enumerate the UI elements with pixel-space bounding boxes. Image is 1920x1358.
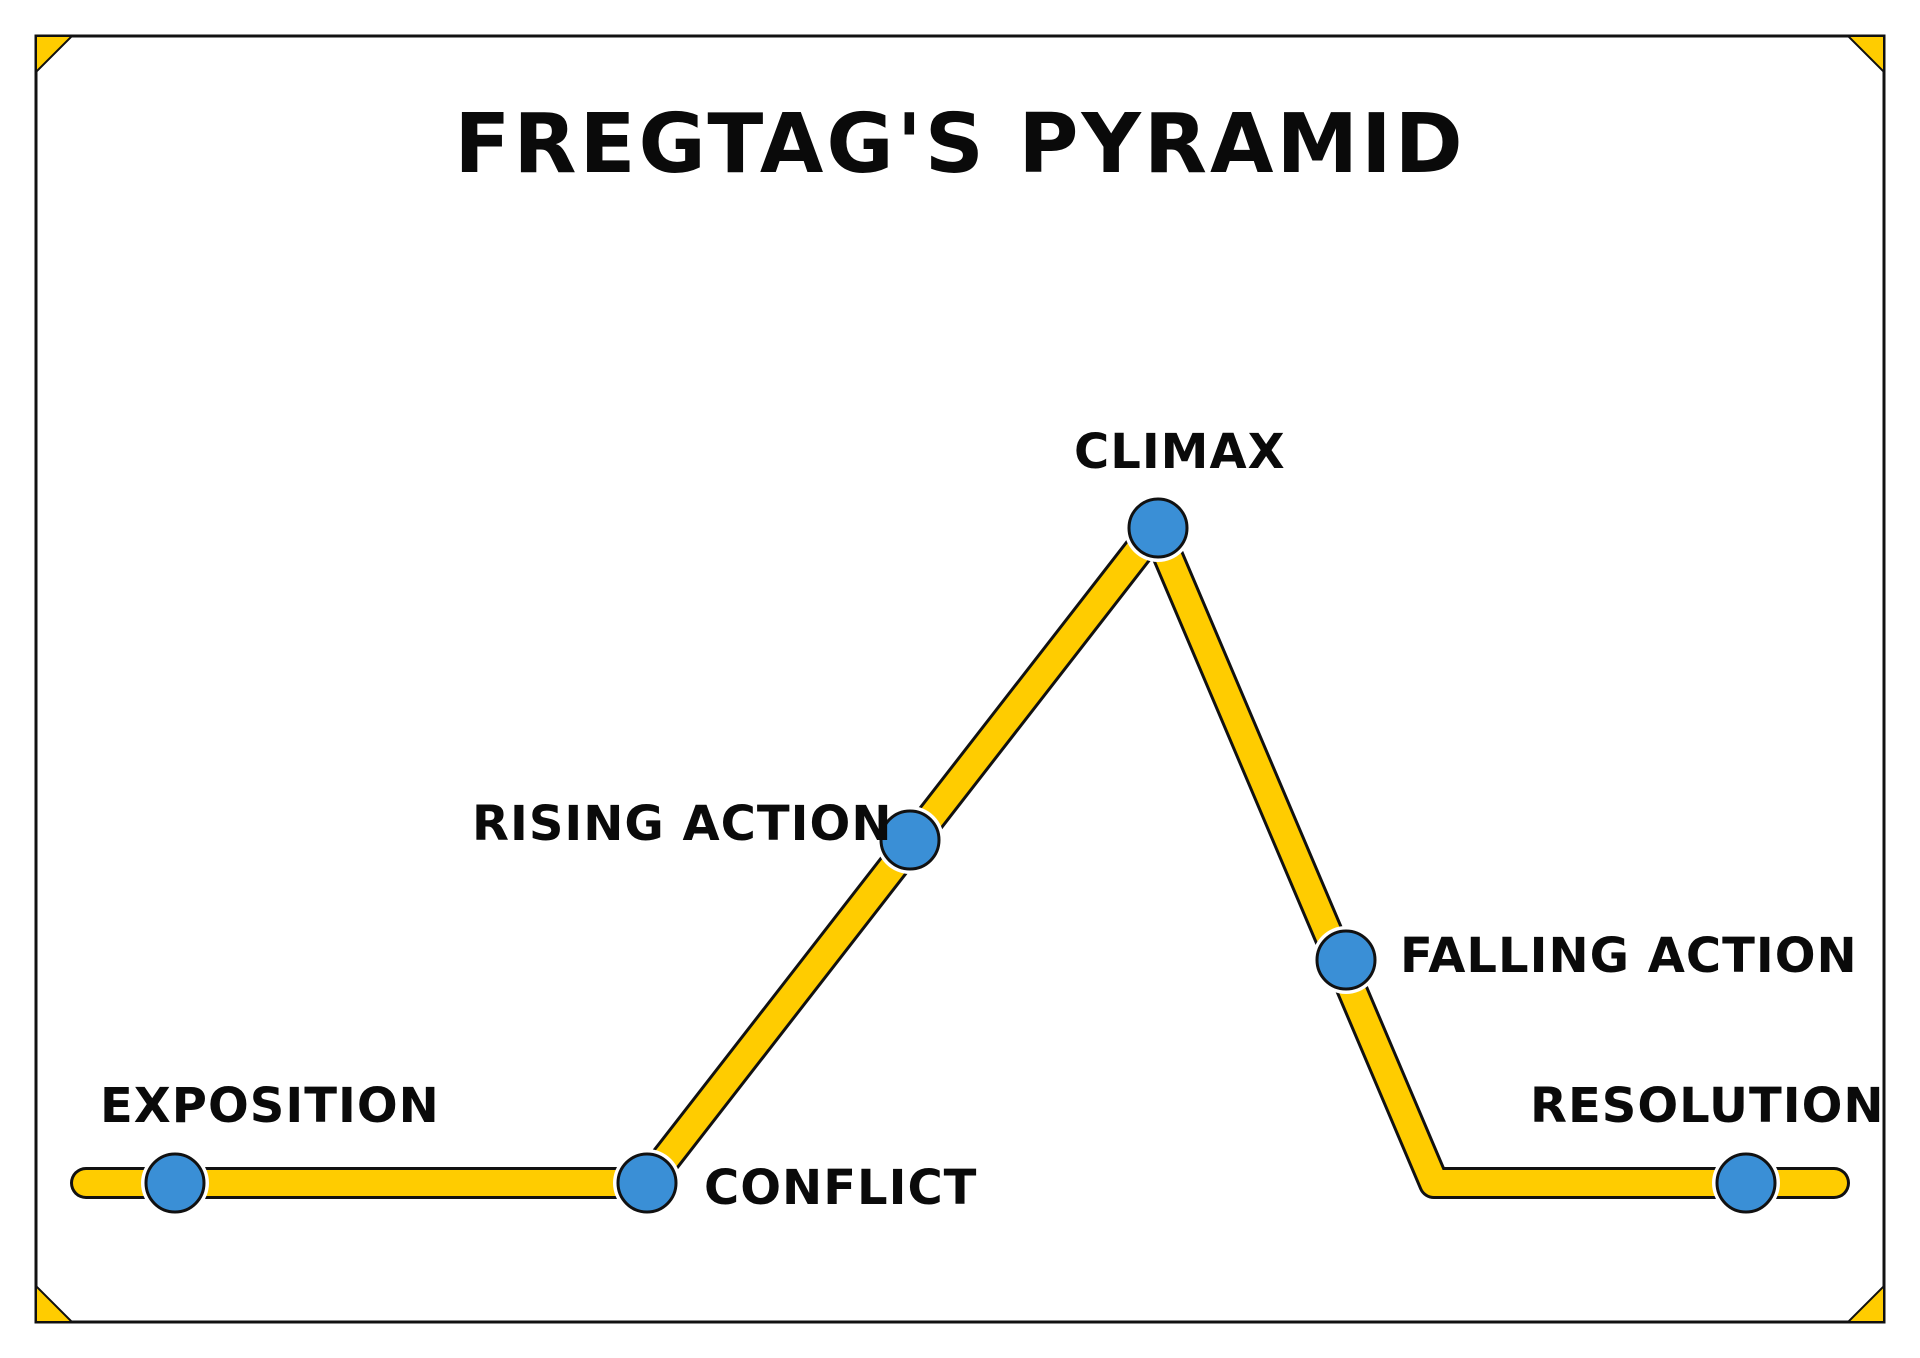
corner-top-right bbox=[1845, 35, 1885, 75]
label-climax: CLIMAX bbox=[1074, 424, 1286, 480]
corner-bottom-right bbox=[1845, 1283, 1885, 1323]
page-title: FREGTAG'S PYRAMID bbox=[454, 97, 1465, 192]
label-falling-action: FALLING ACTION bbox=[1400, 928, 1858, 984]
node-conflict bbox=[613, 1149, 681, 1217]
label-conflict: CONFLICT bbox=[704, 1160, 977, 1216]
node-resolution bbox=[1712, 1149, 1780, 1217]
node-rising-action bbox=[876, 806, 944, 874]
node-climax bbox=[1124, 494, 1192, 562]
label-resolution: RESOLUTION bbox=[1530, 1078, 1885, 1134]
corner-top-left bbox=[35, 35, 75, 75]
label-exposition: EXPOSITION bbox=[100, 1078, 440, 1134]
node-falling-action bbox=[1312, 926, 1380, 994]
frame-border bbox=[34, 34, 1886, 1324]
node-exposition bbox=[141, 1149, 209, 1217]
label-rising-action: RISING ACTION bbox=[472, 796, 892, 852]
corner-bottom-left bbox=[35, 1283, 75, 1323]
